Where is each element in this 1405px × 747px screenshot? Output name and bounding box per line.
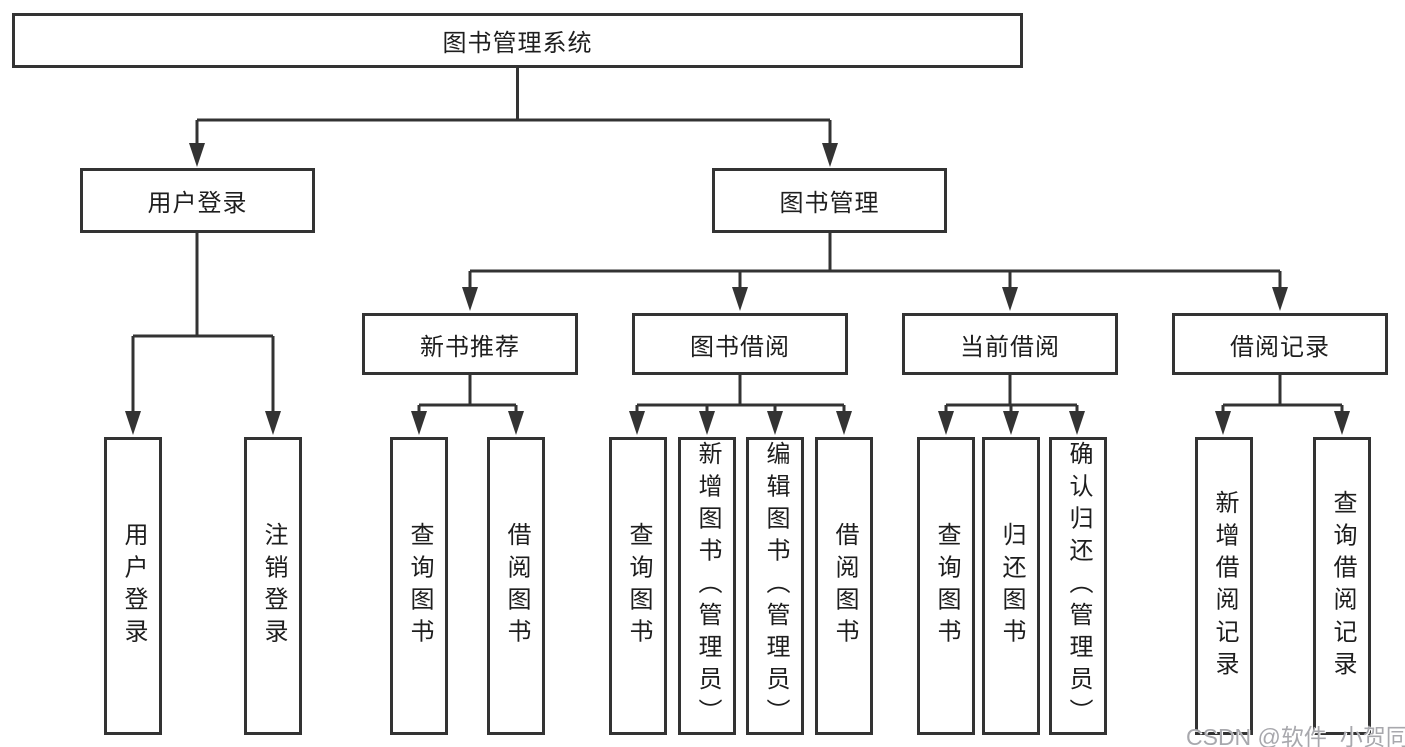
leaf-br-query-record: 查询借阅记录 [1313,437,1371,735]
node-book-borrow-label: 图书借阅 [690,333,790,361]
arrowhead-current-borrow [1002,287,1018,311]
leaf-br-query-record-label: 查询借阅记录 [1329,489,1356,683]
arrowhead-nbr-borrow [508,411,524,435]
leaf-logout-label: 注销登录 [260,521,287,651]
arrowhead-cb-query [938,411,954,435]
leaf-bb-borrow-books: 借阅图书 [815,437,873,735]
arrowhead-bb-add [699,411,715,435]
leaf-bb-borrow-books-label: 借阅图书 [831,521,858,651]
arrowhead-cb-confirm [1069,411,1085,435]
arrowhead-cb-return [1003,411,1019,435]
leaf-cb-confirm-return-label: 确认归还（管理员） [1065,441,1092,731]
node-book-borrow: 图书借阅 [632,313,848,375]
leaf-br-add-record: 新增借阅记录 [1195,437,1253,735]
leaf-nbr-borrow-books: 借阅图书 [487,437,545,735]
leaf-user-login: 用户登录 [104,437,162,735]
node-user-login-module-label: 用户登录 [147,190,248,217]
leaf-nbr-borrow-books-label: 借阅图书 [503,521,530,651]
leaf-bb-edit-books: 编辑图书（管理员） [746,437,804,735]
leaf-cb-return-books: 归还图书 [982,437,1040,735]
arrowhead-nbr-query [411,411,427,435]
leaf-cb-query-books-label: 查询图书 [933,521,960,651]
connector-root-to-level2 [189,68,838,167]
leaf-nbr-query-books-label: 查询图书 [406,521,433,651]
arrowhead-ul-logout [265,411,281,435]
node-borrow-records: 借阅记录 [1172,313,1388,375]
connector-current-borrow-children [938,375,1085,435]
arrowhead-new-book-rec [462,287,478,311]
leaf-user-login-label: 用户登录 [120,521,147,651]
leaf-br-add-record-label: 新增借阅记录 [1211,489,1238,683]
connector-new-book-rec-children [411,375,524,435]
csdn-watermark: CSDN @软件_小贺同学 [1186,724,1405,747]
connector-book-mgmt-children [462,233,1288,311]
leaf-bb-query-books-label: 查询图书 [625,521,652,651]
node-new-book-rec: 新书推荐 [362,313,578,375]
leaf-cb-query-books: 查询图书 [917,437,975,735]
leaf-cb-return-books-label: 归还图书 [998,521,1025,651]
leaf-logout: 注销登录 [244,437,302,735]
connector-user-login-children [125,233,281,435]
arrowhead-ul-user-login [125,411,141,435]
leaf-nbr-query-books: 查询图书 [390,437,448,735]
arrowhead-bb-query [629,411,645,435]
node-current-borrow: 当前借阅 [902,313,1118,375]
connector-borrow-records-children [1215,375,1350,435]
node-book-mgmt-module: 图书管理 [712,168,947,233]
node-current-borrow-label: 当前借阅 [960,333,1060,361]
node-root-label: 图书管理系统 [442,30,593,57]
leaf-bb-add-books-label: 新增图书（管理员） [694,441,721,731]
arrowhead-book-borrow [732,287,748,311]
arrowhead-bb-borrow [836,411,852,435]
arrowhead-book-mgmt [822,143,838,167]
node-borrow-records-label: 借阅记录 [1230,333,1330,361]
leaf-bb-query-books: 查询图书 [609,437,667,735]
node-root: 图书管理系统 [12,13,1023,68]
arrowhead-br-query [1334,411,1350,435]
node-book-mgmt-module-label: 图书管理 [779,190,880,217]
node-user-login-module: 用户登录 [80,168,315,233]
leaf-bb-edit-books-label: 编辑图书（管理员） [762,441,789,731]
leaf-bb-add-books: 新增图书（管理员） [678,437,736,735]
arrowhead-user-login [189,143,205,167]
node-new-book-rec-label: 新书推荐 [420,333,520,361]
connector-book-borrow-children [629,375,852,435]
arrowhead-borrow-records [1272,287,1288,311]
leaf-cb-confirm-return: 确认归还（管理员） [1049,437,1107,735]
arrowhead-bb-edit [767,411,783,435]
arrowhead-br-add [1215,411,1231,435]
